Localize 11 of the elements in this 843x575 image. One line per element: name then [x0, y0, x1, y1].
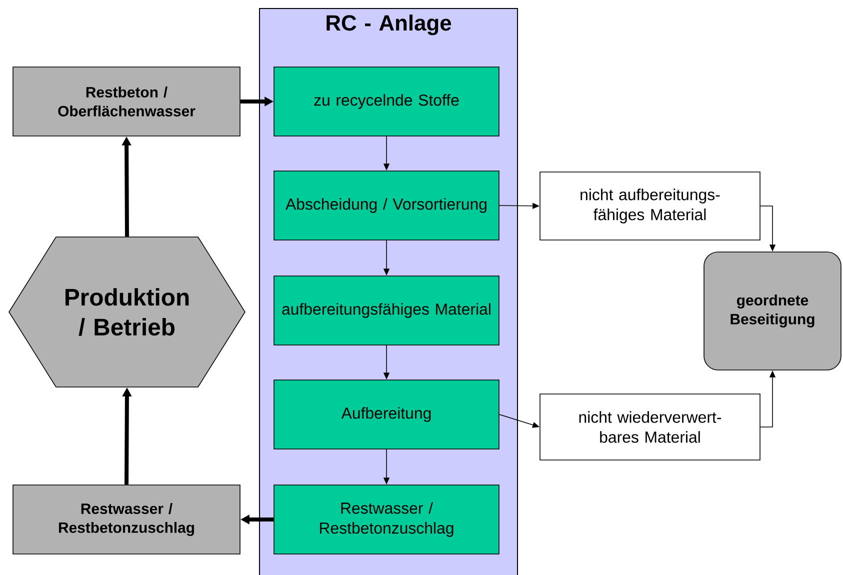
process-box: aufbereitungsfähiges Material [274, 276, 500, 346]
residue-box: nicht aufbereitungs- fähiges Material [540, 172, 760, 240]
process-box: Abscheidung / Vorsortierung [274, 170, 500, 240]
residue-box: nicht wiederverwert- bares Material [540, 394, 760, 460]
output-box: Restwasser / Restbetonzuschlag [12, 484, 240, 554]
process-box: Aufbereitung [274, 380, 500, 450]
output-box: Restbeton / Oberflächenwasser [12, 66, 240, 136]
production-hexagon: Produktion / Betrieb [8, 236, 246, 388]
process-box: Restwasser / Restbetonzuschlag [274, 484, 500, 554]
process-box: zu recycelnde Stoffe [274, 66, 500, 136]
disposal-box: geordnete Beseitigung [704, 252, 842, 370]
